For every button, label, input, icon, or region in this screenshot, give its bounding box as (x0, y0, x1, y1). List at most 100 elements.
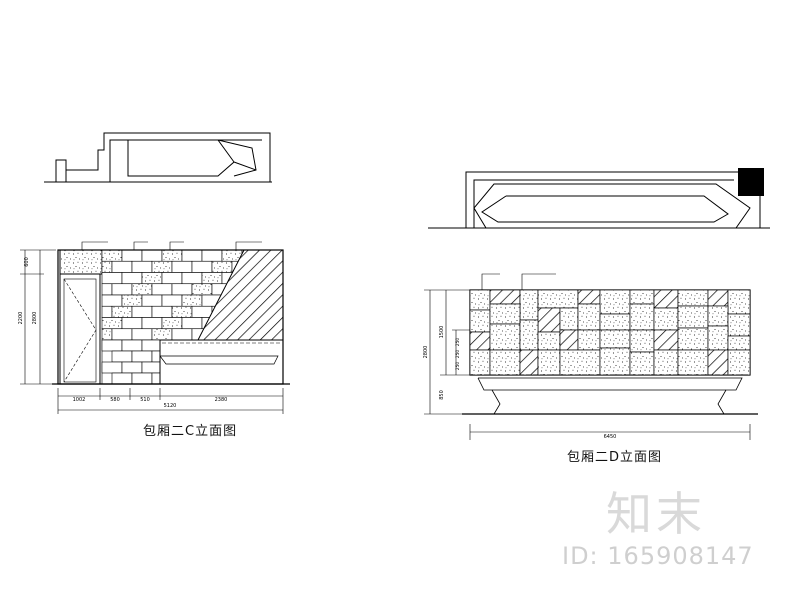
stone-panel (727, 313, 751, 337)
stone-panel (677, 349, 709, 376)
stone-panel (677, 305, 709, 329)
hatched-panel (707, 349, 729, 376)
left-vdim-2200: 2200 (18, 312, 24, 325)
brick (121, 294, 143, 307)
stone-panel (629, 329, 655, 353)
brick (191, 283, 213, 296)
stone-panel (677, 327, 709, 351)
left-hdim-5120: 5120 (164, 403, 177, 409)
stone-panel (727, 289, 751, 315)
stone-panel (599, 313, 631, 331)
brick (151, 350, 161, 363)
watermark-id: ID: 165908147 (562, 542, 754, 570)
right-elevation-d: 2800 1500 850 250 250 250 6450 (423, 273, 758, 440)
brick (101, 294, 123, 307)
brick (111, 328, 133, 341)
brick (161, 249, 183, 262)
stone-panel (727, 349, 751, 376)
left-plan-view (44, 132, 272, 183)
watermark-logo: 知末 (606, 487, 706, 541)
left-hdim-2380: 2380 (215, 397, 228, 403)
brick (181, 294, 203, 307)
stone-panel (629, 289, 655, 305)
hatched-panel (537, 307, 561, 333)
right-stack-dim-2: 250 (455, 350, 461, 359)
brick (141, 317, 163, 330)
stone-panel (519, 319, 539, 351)
stone-panel (559, 307, 579, 331)
brick (101, 339, 123, 352)
brick (141, 361, 161, 374)
stone-panel (469, 309, 491, 333)
right-vdim-1500: 1500 (439, 326, 445, 339)
right-vdim-2800: 2800 (423, 346, 429, 359)
brick (201, 272, 223, 285)
brick (131, 328, 153, 341)
right-plan-view (428, 171, 770, 229)
stone-panel (599, 347, 631, 376)
brick (211, 260, 233, 273)
brick (101, 361, 123, 374)
brick (191, 305, 213, 318)
brick (181, 272, 203, 285)
stone-panel (629, 351, 655, 376)
brick (101, 328, 113, 341)
brick (121, 249, 143, 262)
brick (131, 305, 153, 318)
brick (101, 283, 113, 296)
brick (161, 317, 183, 330)
left-hdim-580: 580 (110, 397, 120, 403)
brick (101, 272, 123, 285)
stone-panel (653, 307, 679, 331)
hatched-panel (707, 289, 729, 307)
right-hdim-6450: 6450 (604, 434, 617, 440)
stone-panel (707, 325, 729, 351)
brick-wall (101, 249, 245, 385)
stone-panel (519, 289, 539, 321)
stone-panel-grid (469, 289, 751, 376)
brick (141, 272, 163, 285)
hatched-panel (489, 289, 521, 305)
brick (171, 328, 193, 341)
hatched-panel (519, 349, 539, 376)
stone-panel (489, 303, 521, 325)
right-vdim-850: 850 (439, 390, 445, 400)
stone-panel (577, 329, 601, 351)
stone-panel (537, 349, 561, 376)
stone-panel (489, 349, 521, 376)
brick (201, 249, 223, 262)
left-elevation-c: 600 2200 2800 1002 580 510 2380 5120 (18, 241, 290, 414)
left-vdim-2800: 2800 (32, 312, 38, 325)
brick (161, 294, 183, 307)
hatched-panel (577, 289, 601, 305)
brick (171, 305, 193, 318)
brick (121, 339, 143, 352)
stone-panel (469, 289, 491, 311)
stone-panel (469, 349, 491, 376)
stone-panel (599, 329, 631, 349)
brick (121, 272, 143, 285)
brick (181, 249, 203, 262)
brick (101, 260, 113, 273)
brick (141, 294, 163, 307)
brick (101, 249, 123, 262)
brick (151, 328, 173, 341)
stone-panel (629, 303, 655, 331)
left-hdim-1002: 1002 (73, 397, 86, 403)
brick (151, 305, 173, 318)
brick (171, 260, 193, 273)
caption-elevation-d: 包厢二D立面图 (567, 450, 663, 465)
stone-panel (599, 289, 631, 315)
brick (141, 249, 163, 262)
caption-elevation-c: 包厢二C立面图 (143, 424, 238, 439)
left-vdim-600: 600 (24, 257, 30, 267)
stone-panel (727, 335, 751, 351)
brick (111, 305, 133, 318)
brick (111, 260, 133, 273)
brick (151, 372, 161, 385)
brick (111, 350, 133, 363)
brick (131, 260, 153, 273)
stone-panel (537, 331, 561, 351)
brick (121, 361, 143, 374)
